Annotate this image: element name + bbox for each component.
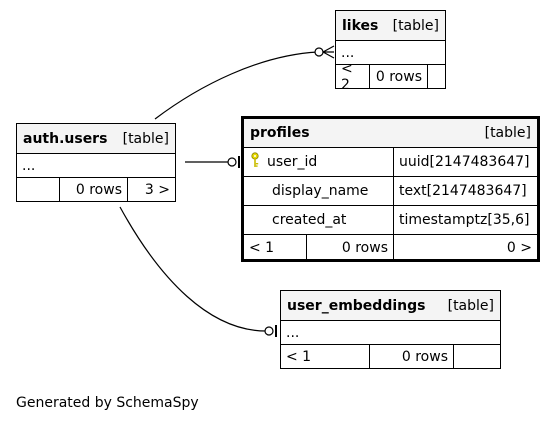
row-count: 0 rows: [370, 65, 428, 89]
table-footer: 0 rows 3 >: [17, 178, 175, 202]
table-name[interactable]: auth.users: [23, 130, 108, 147]
columns-placeholder-row: ...: [336, 41, 445, 65]
table-footer: < 1 0 rows 0 >: [244, 235, 537, 260]
column-row: created_at timestamptz[35,6]: [244, 206, 537, 235]
column-name[interactable]: created_at: [244, 206, 394, 234]
table-likes[interactable]: likes [table] ... < 2 0 rows: [335, 10, 446, 93]
table-header: profiles [table]: [244, 119, 537, 148]
relation-auth-users-user-embeddings: [119, 206, 267, 332]
column-row: display_name text[2147483647]: [244, 177, 537, 206]
table-name[interactable]: user_embeddings: [287, 297, 426, 314]
parents-count[interactable]: < 1: [281, 345, 370, 369]
zero-cardinality-marker: [264, 326, 274, 336]
columns-placeholder: ...: [341, 44, 355, 61]
column-name-cell[interactable]: user_id: [244, 148, 394, 176]
column-type: timestamptz[35,6]: [399, 212, 530, 228]
columns-placeholder-row: ...: [17, 154, 175, 178]
parents-count[interactable]: < 2: [336, 61, 370, 93]
table-kind: [table]: [122, 130, 169, 147]
columns-placeholder-row: ...: [281, 321, 500, 345]
table-header: likes [table]: [336, 11, 445, 41]
children-count[interactable]: 3 >: [144, 182, 170, 198]
relation-auth-users-likes: [154, 51, 319, 120]
zero-cardinality-marker: [227, 157, 237, 167]
table-kind: [table]: [447, 297, 494, 314]
table-auth-users[interactable]: auth.users [table] ... 0 rows 3 >: [16, 123, 176, 202]
row-count: 0 rows: [60, 178, 128, 202]
children-count[interactable]: [428, 65, 445, 89]
column-type: uuid[2147483647]: [399, 154, 530, 170]
column-row: user_id uuid[2147483647]: [244, 148, 537, 177]
table-footer: < 2 0 rows: [336, 61, 445, 93]
columns-placeholder: ...: [22, 157, 36, 174]
column-type: text[2147483647]: [399, 183, 527, 199]
table-user-embeddings[interactable]: user_embeddings [table] ... < 1 0 rows: [280, 290, 501, 369]
generated-by-label: Generated by SchemaSpy: [16, 395, 199, 411]
table-name[interactable]: likes: [342, 17, 379, 34]
table-header: user_embeddings [table]: [281, 291, 500, 321]
parents-count[interactable]: [17, 178, 60, 202]
zero-cardinality-marker: [314, 47, 324, 57]
row-count: 0 rows: [307, 235, 394, 260]
table-kind: [table]: [484, 125, 531, 141]
column-name[interactable]: display_name: [244, 177, 394, 205]
table-footer: < 1 0 rows: [281, 345, 500, 369]
parents-count[interactable]: < 1: [244, 235, 307, 260]
table-name[interactable]: profiles: [250, 125, 310, 141]
table-profiles[interactable]: profiles [table] user_id uuid[2147483647…: [241, 116, 540, 262]
table-header: auth.users [table]: [17, 124, 175, 154]
crowfoot-many-marker: [322, 45, 335, 59]
table-kind: [table]: [392, 17, 439, 34]
columns-placeholder: ...: [286, 324, 300, 341]
key-icon: [249, 152, 263, 172]
column-name: user_id: [267, 154, 318, 170]
children-count[interactable]: [454, 345, 500, 369]
row-count: 0 rows: [370, 345, 454, 369]
children-count[interactable]: 0 >: [506, 239, 532, 256]
